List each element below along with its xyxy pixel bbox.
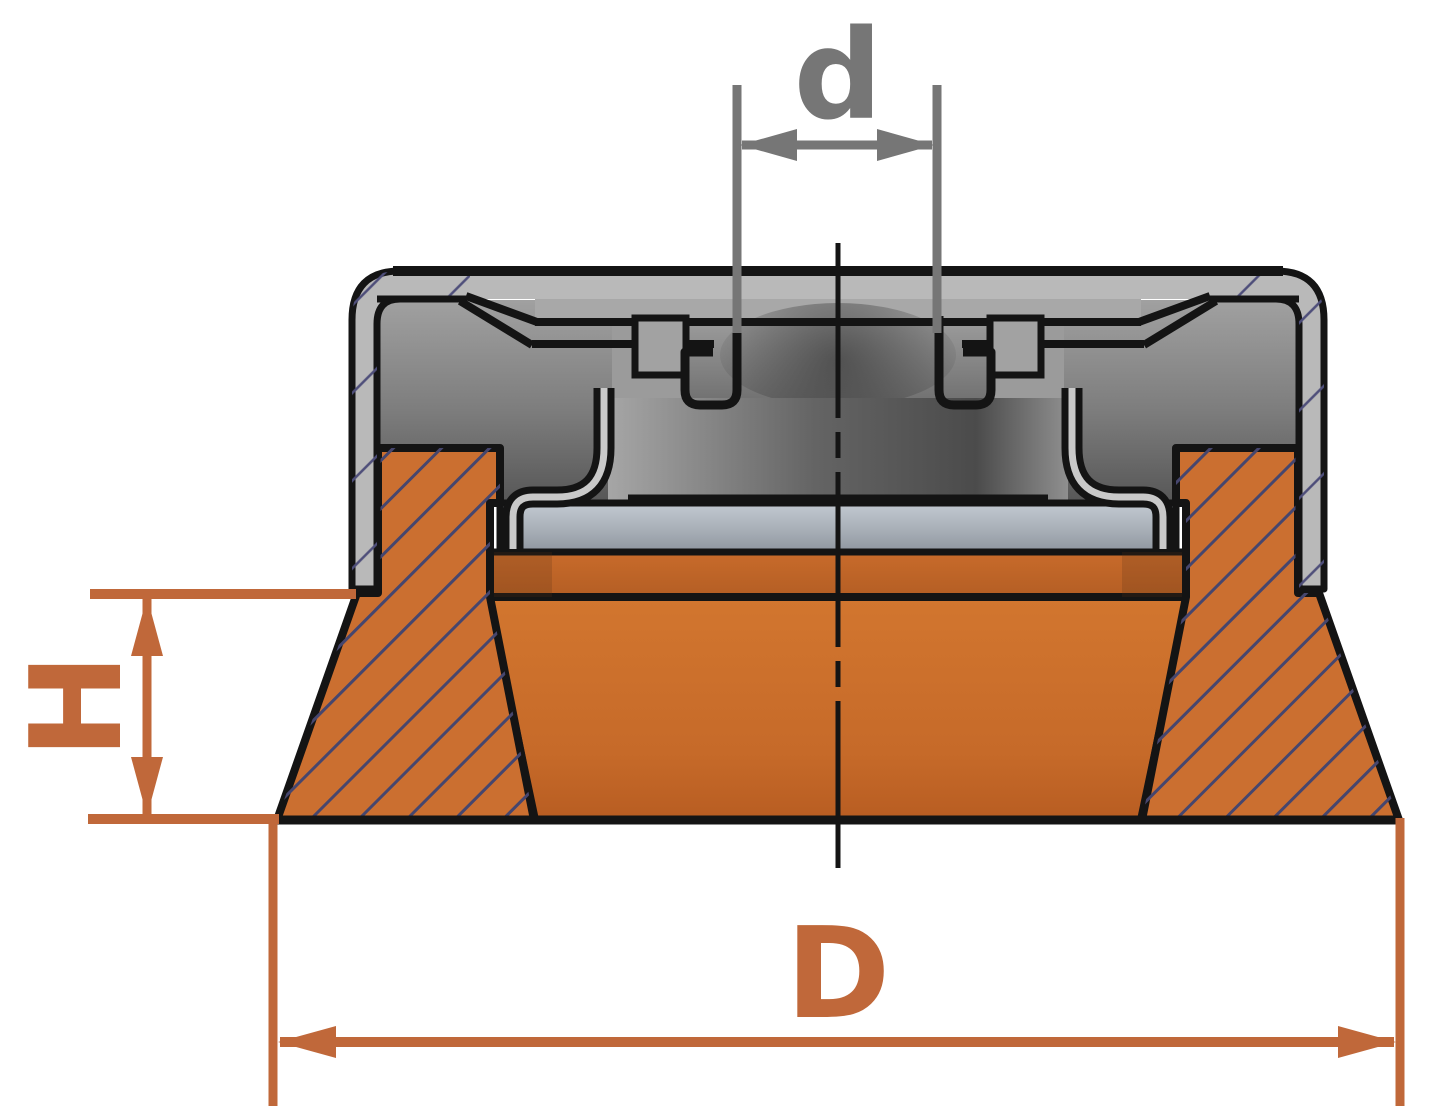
hatch-top-right xyxy=(1206,276,1278,299)
hatch-right xyxy=(1142,448,1399,820)
D-arrow-left xyxy=(278,1026,336,1058)
hatch-left xyxy=(277,448,534,820)
hatch-shell-right xyxy=(1276,271,1324,589)
d-arrow-right xyxy=(877,129,934,161)
H-arrow-up xyxy=(131,597,163,656)
dimension-d: d xyxy=(732,4,942,333)
plate-lip-right xyxy=(1061,388,1174,549)
hatch-top-left xyxy=(398,276,470,299)
wire-section-right xyxy=(1138,444,1403,824)
d-label: d xyxy=(794,4,883,148)
wire-section-left xyxy=(273,444,538,824)
D-arrow-right xyxy=(1338,1026,1396,1058)
H-label: H xyxy=(3,653,150,758)
wire-band-shadow-right xyxy=(1122,552,1192,597)
vent-slot-right xyxy=(986,314,1045,379)
flange-hook-left xyxy=(680,316,742,410)
plate-lip-left xyxy=(502,388,615,549)
d-arrow-left xyxy=(740,129,797,161)
flange-hook-right xyxy=(934,316,996,410)
dimension-D: D xyxy=(268,818,1405,1106)
vent-slot-left xyxy=(631,314,690,379)
hatch-shell-left xyxy=(352,271,400,589)
H-arrow-down xyxy=(131,757,163,816)
dimension-H: H xyxy=(3,589,356,824)
D-label: D xyxy=(786,900,891,1047)
